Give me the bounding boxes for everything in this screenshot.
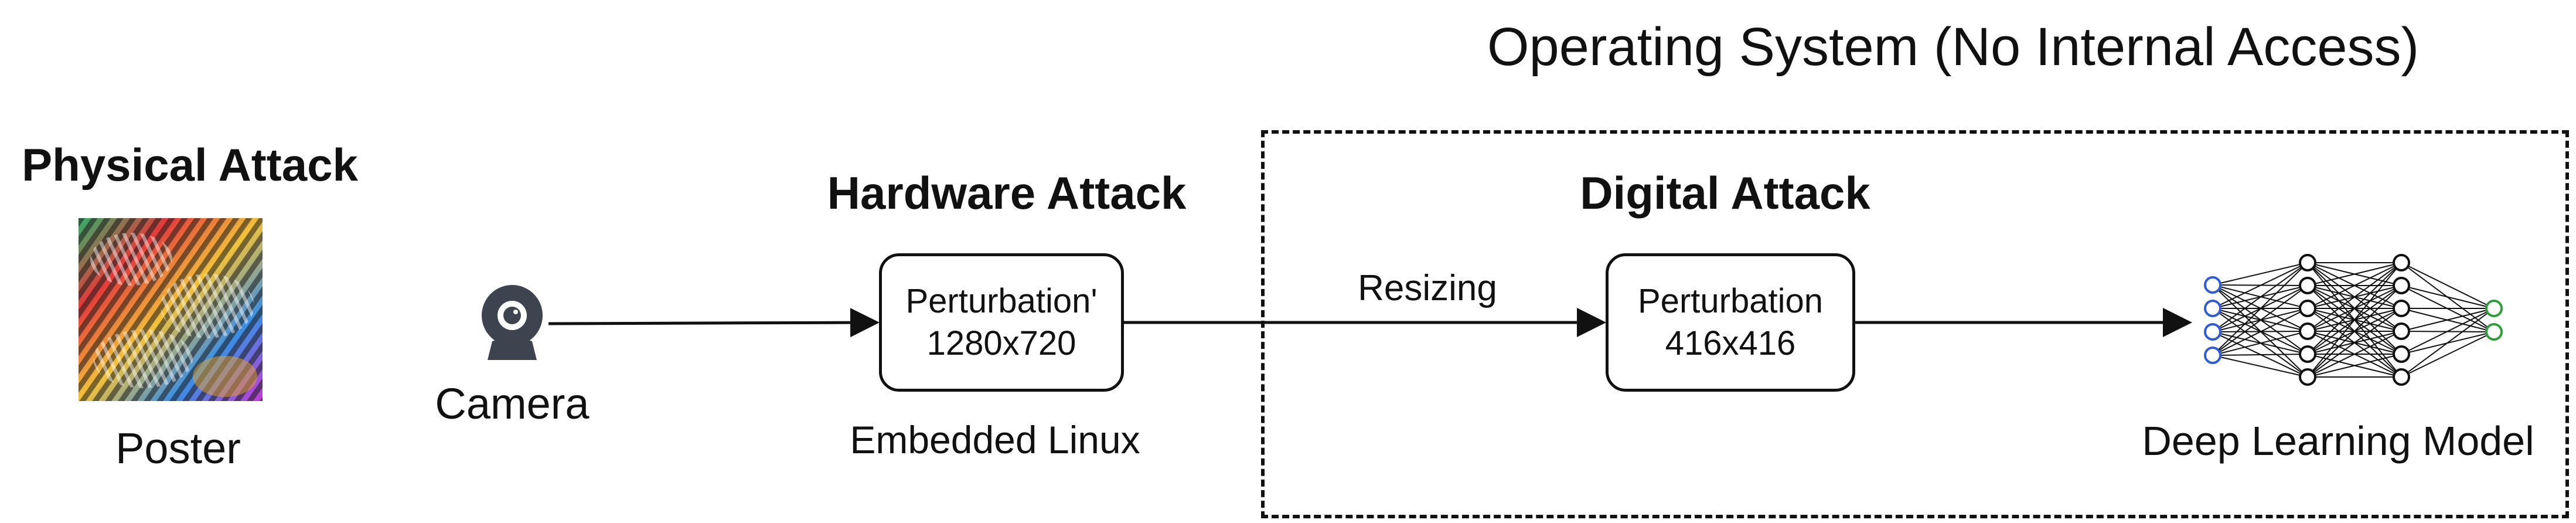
nn-connection: [2401, 308, 2495, 378]
nn-input-node: [2204, 276, 2221, 294]
nn-connection: [2307, 331, 2402, 378]
nn-connection: [2212, 262, 2308, 356]
arrow-camera-to-hardware: [548, 308, 880, 338]
digital-perturbation-box: Perturbation 416x416: [1606, 253, 1855, 392]
nn-connection: [2212, 308, 2308, 356]
nn-connection: [2307, 308, 2402, 378]
hardware-box-line1: Perturbation': [905, 281, 1098, 320]
hardware-perturbation-box: Perturbation' 1280x720: [879, 253, 1124, 392]
nn-connection: [2401, 262, 2495, 309]
nn-hidden-node: [2299, 254, 2316, 271]
hardware-attack-title: Hardware Attack: [827, 167, 1187, 219]
poster-pattern: [79, 218, 263, 401]
nn-hidden-node: [2393, 254, 2410, 271]
resizing-edge-label: Resizing: [1358, 268, 1497, 308]
neural-network-icon: [2204, 254, 2503, 386]
nn-hidden-node: [2299, 322, 2316, 340]
nn-connection: [2307, 262, 2402, 332]
nn-hidden-node: [2393, 277, 2410, 294]
nn-input-node: [2204, 300, 2221, 317]
adversarial-poster-image: [79, 218, 263, 401]
nn-connection: [2307, 262, 2402, 378]
nn-hidden-node: [2299, 345, 2316, 363]
hardware-caption: Embedded Linux: [850, 418, 1140, 461]
model-caption: Deep Learning Model: [2142, 418, 2534, 464]
hardware-box-line2: 1280x720: [926, 324, 1076, 362]
nn-hidden-node: [2299, 368, 2316, 386]
nn-hidden-node: [2393, 322, 2410, 340]
nn-connection: [2212, 331, 2308, 356]
nn-connection: [2307, 262, 2402, 309]
nn-hidden-node: [2299, 300, 2316, 317]
nn-connection: [2401, 331, 2495, 378]
camera-label: Camera: [435, 379, 590, 428]
nn-connection: [2212, 262, 2308, 332]
digital-attack-title: Digital Attack: [1580, 167, 1870, 219]
nn-hidden-node: [2393, 345, 2410, 363]
nn-connection: [2212, 262, 2308, 286]
poster-caption: Poster: [115, 424, 241, 473]
nn-connection: [2212, 354, 2308, 356]
nn-connection: [2307, 354, 2402, 378]
digital-box-line2: 416x416: [1665, 324, 1796, 362]
nn-output-node: [2485, 300, 2503, 317]
nn-connection: [2212, 355, 2308, 378]
os-region-label: Operating System (No Internal Access): [1487, 17, 2420, 77]
nn-hidden-node: [2393, 368, 2410, 386]
nn-connection: [2401, 285, 2495, 309]
nn-connection: [2307, 262, 2402, 355]
physical-attack-title: Physical Attack: [22, 139, 358, 191]
nn-hidden-node: [2299, 277, 2316, 294]
nn-connection: [2307, 285, 2402, 378]
nn-connection: [2307, 262, 2402, 286]
digital-box-line1: Perturbation: [1638, 281, 1823, 320]
nn-connection: [2212, 285, 2308, 356]
os-boundary: [1261, 130, 2569, 518]
nn-connection: [2401, 308, 2495, 355]
nn-connection: [2401, 308, 2495, 332]
nn-output-node: [2485, 323, 2503, 341]
nn-input-node: [2204, 323, 2221, 341]
camera-icon: [479, 285, 545, 361]
nn-input-node: [2204, 347, 2221, 364]
nn-hidden-node: [2393, 300, 2410, 317]
nn-connection: [2212, 262, 2308, 309]
